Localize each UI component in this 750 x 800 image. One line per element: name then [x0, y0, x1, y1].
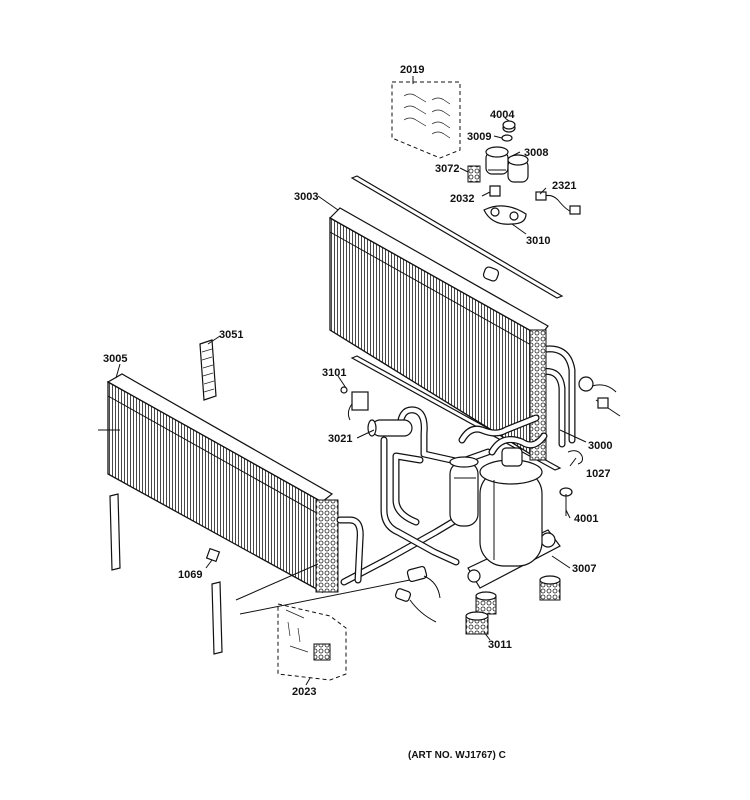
- label-1027: 1027: [586, 468, 610, 480]
- evap-side-bracket-bottom: [211, 581, 223, 655]
- label-3007: 3007: [572, 563, 596, 575]
- label-3010: 3010: [526, 235, 550, 247]
- label-4001: 4001: [574, 513, 598, 525]
- label-3011: 3011: [488, 639, 512, 651]
- label-2032: 2032: [450, 193, 474, 205]
- label-2019: 2019: [400, 64, 424, 76]
- label-3009: 3009: [467, 131, 491, 143]
- refrigerant-tubing: [336, 406, 548, 586]
- label-2321: 2321: [552, 180, 576, 192]
- part-2019-wire-kit[interactable]: [391, 81, 461, 159]
- part-3008-relay-overload[interactable]: [485, 146, 529, 183]
- part-2321-harness[interactable]: [535, 191, 581, 215]
- small-fittings: [394, 565, 441, 623]
- part-4001-bolt[interactable]: [559, 487, 573, 516]
- part-3011-grommets[interactable]: [465, 575, 561, 635]
- part-3021-reversing-valve[interactable]: [367, 419, 413, 437]
- leader-lines: [115, 76, 587, 686]
- part-3000-tubing-assembly[interactable]: [529, 329, 621, 461]
- accumulator: [449, 456, 479, 527]
- part-2023-hardware-kit[interactable]: [277, 603, 347, 681]
- label-4004: 4004: [490, 109, 515, 121]
- evap-side-bracket-left: [109, 493, 121, 571]
- art-number: (ART NO. WJ1767) C: [408, 750, 506, 761]
- label-3101: 3101: [322, 367, 346, 379]
- label-3072: 3072: [435, 163, 459, 175]
- part-3051-seal-strip[interactable]: [199, 339, 217, 401]
- part-3101-solenoid[interactable]: [340, 386, 369, 421]
- part-3007-compressor[interactable]: [467, 447, 561, 589]
- part-3072-spring[interactable]: [467, 165, 481, 183]
- part-3009-washer[interactable]: [501, 134, 513, 142]
- label-3021: 3021: [328, 433, 352, 445]
- label-3003: 3003: [294, 191, 318, 203]
- part-1069-clip[interactable]: [205, 547, 221, 563]
- label-3000: 3000: [588, 440, 612, 452]
- part-1027-wire[interactable]: [567, 450, 583, 465]
- part-4004-nut[interactable]: [502, 120, 516, 133]
- part-3010-gasket[interactable]: [483, 205, 527, 225]
- label-3008: 3008: [524, 147, 548, 159]
- part-3005-evaporator-coil[interactable]: [98, 373, 339, 594]
- label-2023: 2023: [292, 686, 316, 698]
- label-3005: 3005: [103, 353, 127, 365]
- part-3003-condenser-coil[interactable]: [329, 207, 549, 462]
- label-1069: 1069: [178, 569, 202, 581]
- label-3051: 3051: [219, 329, 243, 341]
- part-2032-clip[interactable]: [489, 185, 501, 197]
